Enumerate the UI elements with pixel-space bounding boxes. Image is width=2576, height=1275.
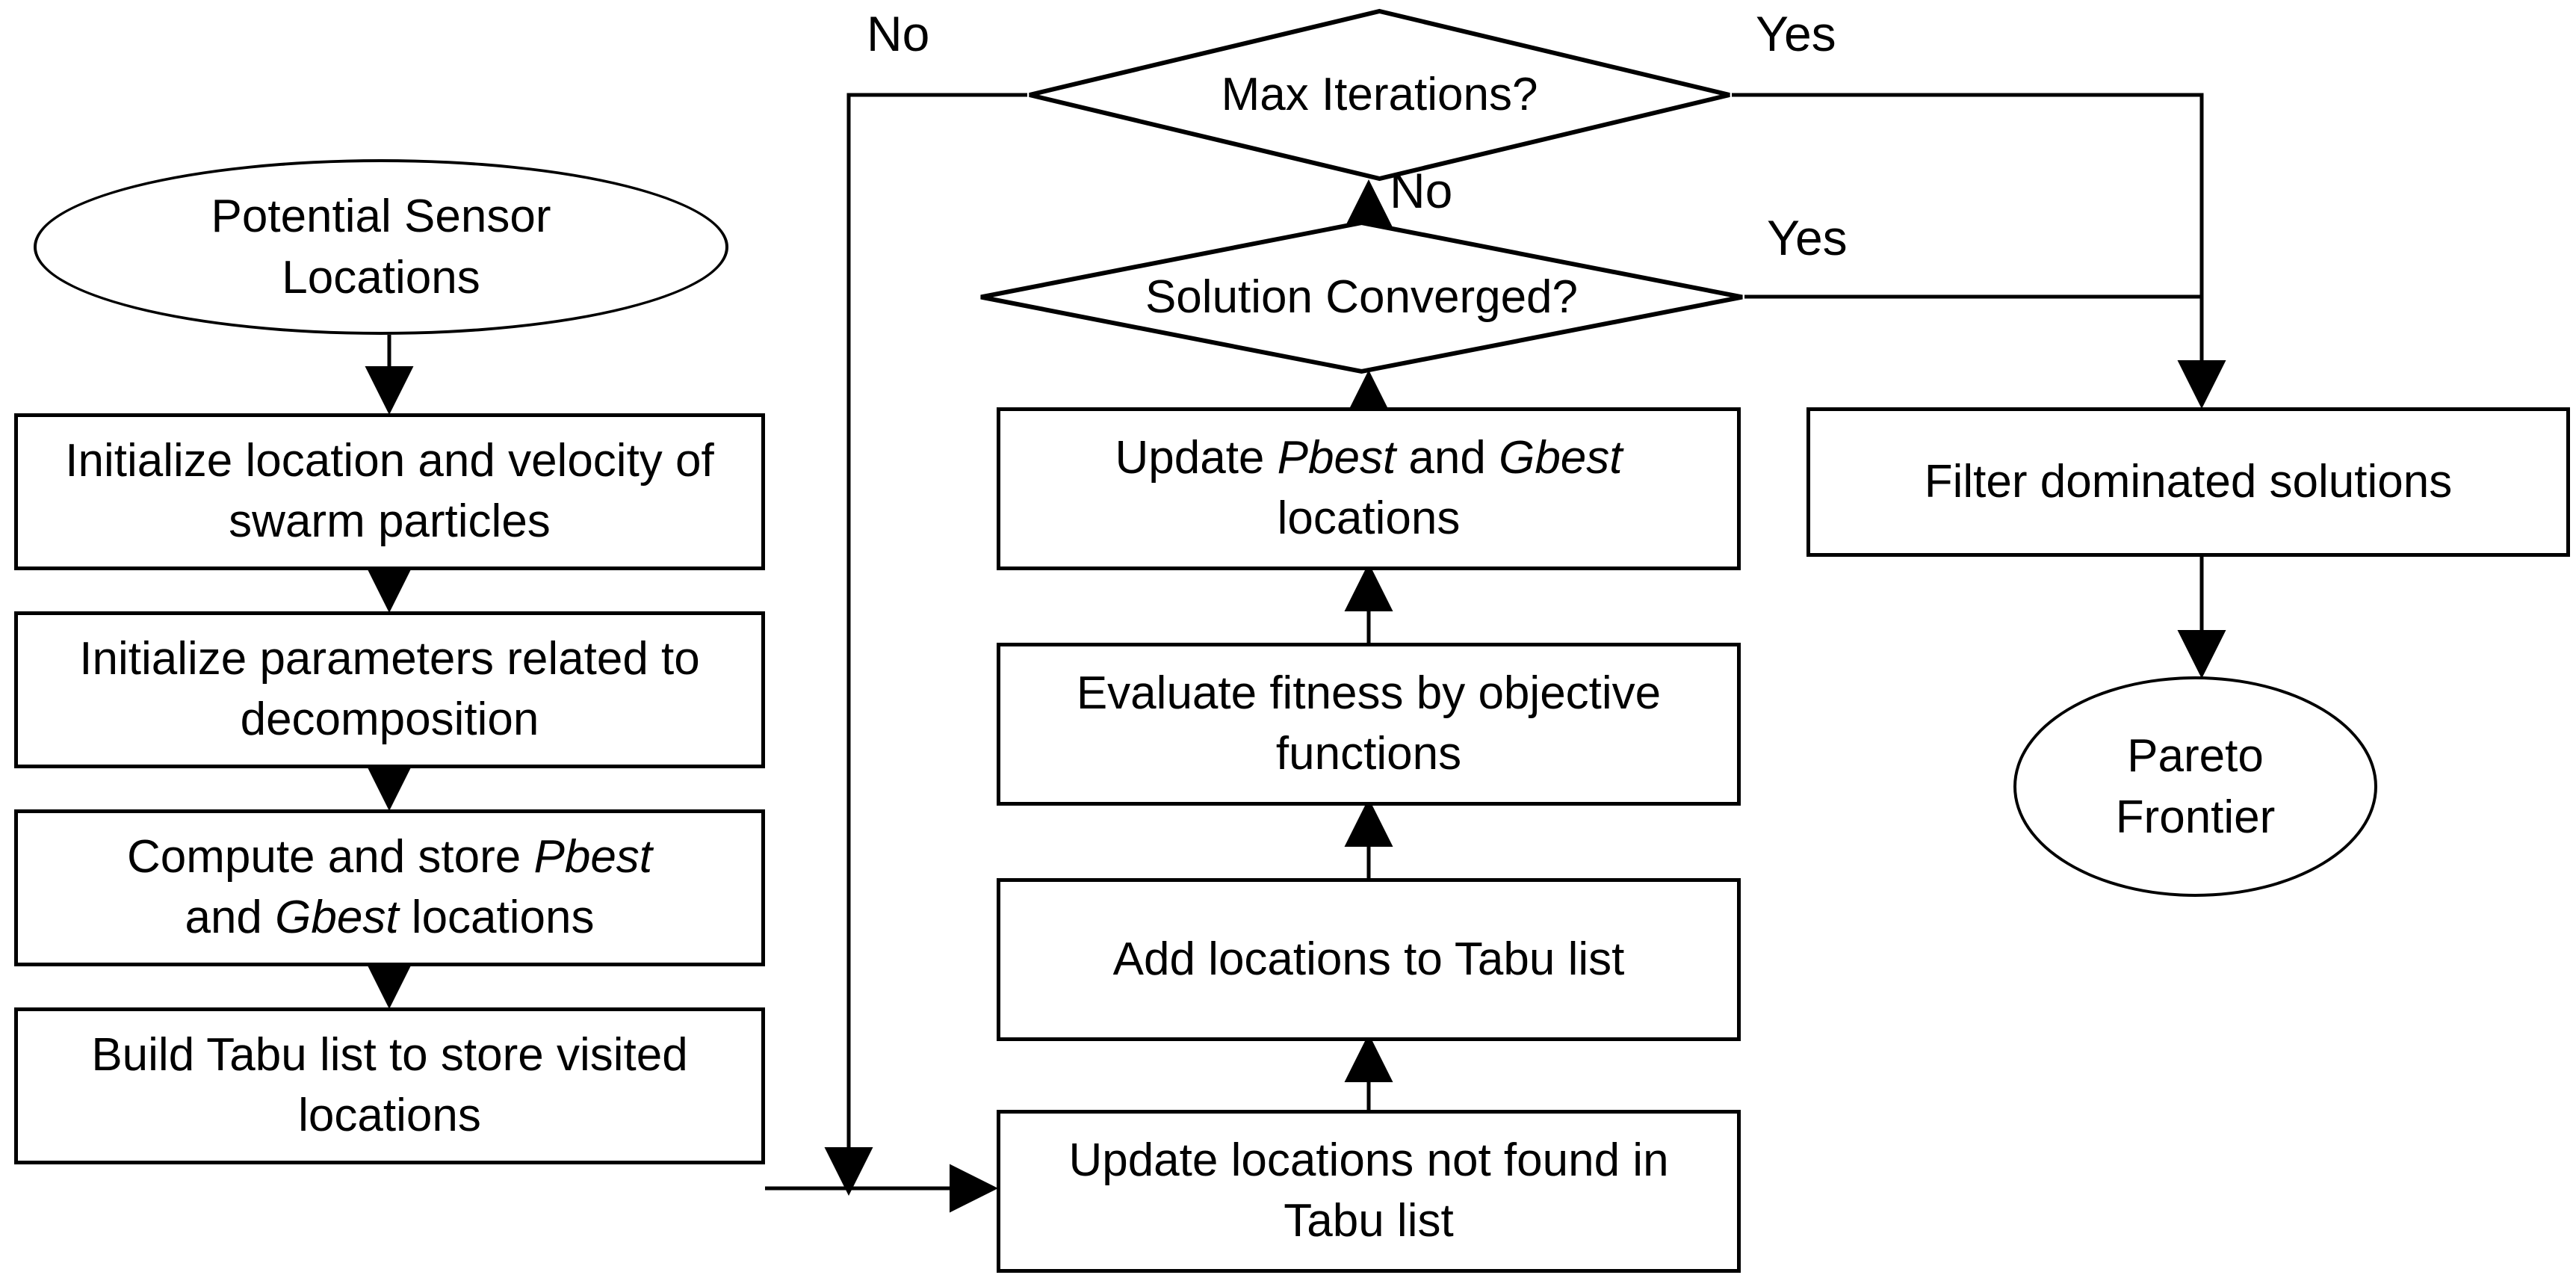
- update-pbest-pbest-term: Pbest: [1277, 432, 1396, 484]
- node-build-tabu-list[interactable]: Build Tabu list to store visited locatio…: [14, 1007, 765, 1164]
- diamond-shape: [980, 220, 1743, 374]
- node-label: Max Iterations?: [1221, 69, 1538, 121]
- node-label: Compute and store Pbest and Gbest locatio…: [127, 827, 652, 948]
- edge-label-max-iterations-no: No: [867, 6, 930, 61]
- update-pbest-gbest-term: Gbest: [1499, 432, 1623, 484]
- node-label: Filter dominated solutions: [1924, 455, 2453, 507]
- node-label: Evaluate fitness by objective functions: [1076, 667, 1662, 779]
- node-potential-sensor-locations[interactable]: Potential Sensor Locations: [34, 159, 728, 335]
- node-label: Build Tabu list to store visited locatio…: [91, 1029, 688, 1141]
- node-pareto-frontier[interactable]: Pareto Frontier: [2013, 676, 2377, 897]
- node-max-iterations-decision[interactable]: Max Iterations?: [1027, 8, 1732, 182]
- diamond-shape: [1029, 8, 1730, 182]
- compute-store-pbest-term: Pbest: [533, 831, 653, 883]
- update-pbest-line1-mid: and: [1396, 432, 1499, 484]
- node-label: Potential Sensor Locations: [211, 190, 551, 303]
- update-pbest-line2: locations: [1277, 493, 1461, 544]
- node-label: Solution Converged?: [1145, 271, 1579, 323]
- node-label: Add locations to Tabu list: [1112, 933, 1625, 985]
- node-label: Pareto Frontier: [2115, 729, 2276, 843]
- node-initialize-parameters[interactable]: Initialize parameters related to decompo…: [14, 611, 765, 768]
- node-initialize-location-velocity[interactable]: Initialize location and velocity of swar…: [14, 413, 765, 570]
- node-add-locations-to-tabu-list[interactable]: Add locations to Tabu list: [997, 878, 1741, 1041]
- node-label: Initialize location and velocity of swar…: [65, 435, 714, 547]
- node-filter-dominated-solutions[interactable]: Filter dominated solutions: [1806, 407, 2570, 557]
- node-label: Update Pbest and Gbest locations: [1115, 428, 1622, 549]
- node-label: Update locations not found in Tabu list: [1068, 1134, 1669, 1247]
- compute-store-line1-prefix: Compute and store: [126, 831, 534, 883]
- edge-label-solution-converged-yes: Yes: [1767, 210, 1848, 265]
- edge-label-max-iterations-yes: Yes: [1756, 6, 1836, 61]
- node-label: Initialize parameters related to decompo…: [79, 633, 700, 745]
- compute-store-line2-suffix: locations: [398, 892, 595, 943]
- node-evaluate-fitness[interactable]: Evaluate fitness by objective functions: [997, 643, 1741, 806]
- update-pbest-line1-prefix: Update: [1115, 432, 1278, 484]
- compute-store-line2-prefix: and: [185, 892, 276, 943]
- edge-label-solution-converged-no: No: [1390, 163, 1453, 218]
- node-solution-converged-decision[interactable]: Solution Converged?: [979, 220, 1744, 374]
- compute-store-gbest-term: Gbest: [275, 892, 399, 943]
- node-update-pbest-gbest[interactable]: Update Pbest and Gbest locations: [997, 407, 1741, 570]
- node-compute-store-pbest-gbest[interactable]: Compute and store Pbest and Gbest locatio…: [14, 809, 765, 966]
- node-update-locations-not-found[interactable]: Update locations not found in Tabu list: [997, 1110, 1741, 1273]
